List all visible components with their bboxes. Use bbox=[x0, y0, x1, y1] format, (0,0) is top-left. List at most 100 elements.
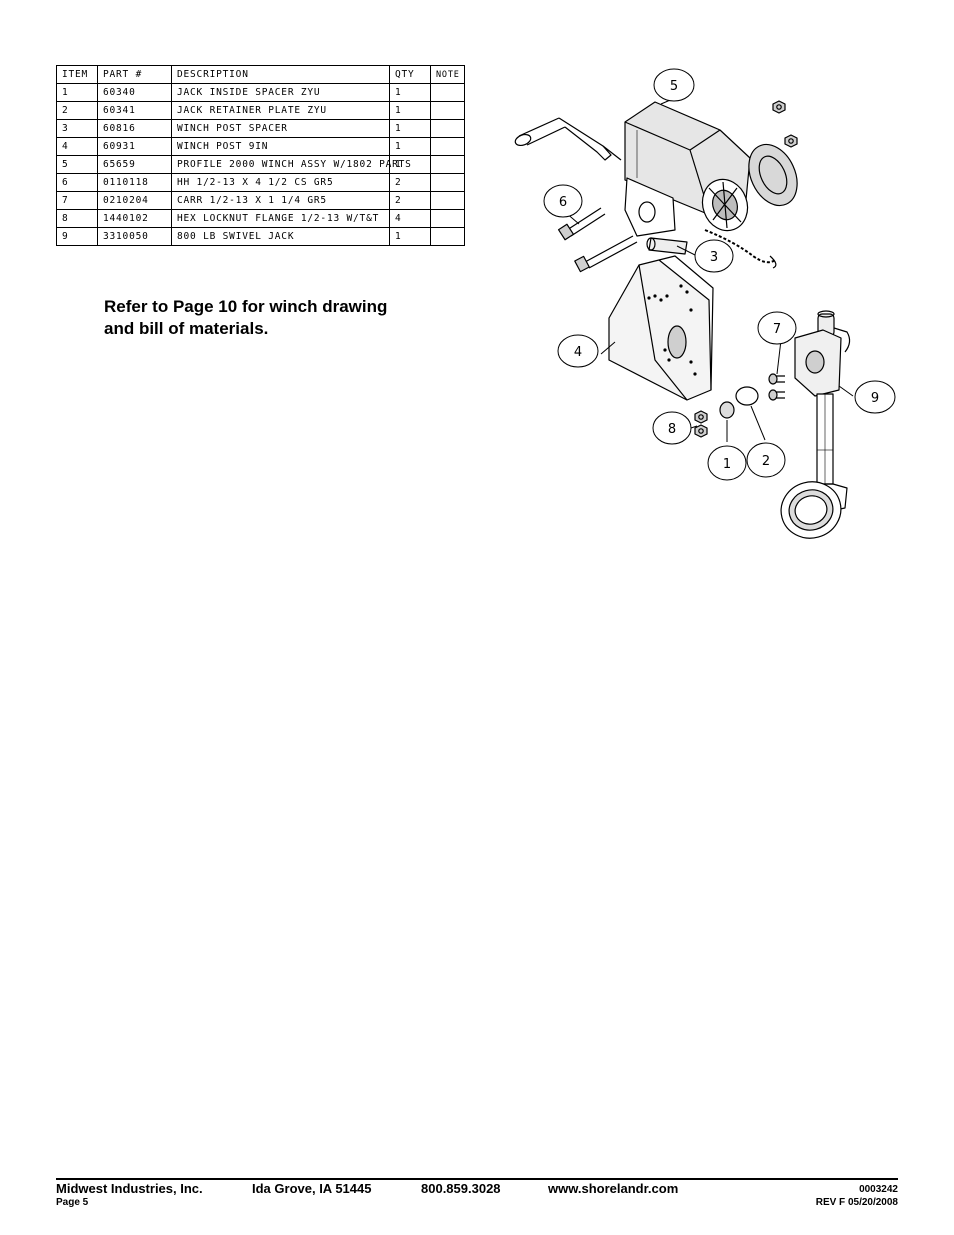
cell-note bbox=[430, 137, 465, 156]
callout-5: 5 bbox=[653, 68, 695, 102]
svg-text:9: 9 bbox=[871, 391, 879, 406]
footer-phone: 800.859.3028 bbox=[421, 1181, 501, 1196]
carriage-bolt-drawings bbox=[768, 373, 785, 401]
cell-part: 0210204 bbox=[97, 191, 172, 210]
cell-part: 60341 bbox=[97, 101, 172, 120]
callout-4: 4 bbox=[557, 334, 599, 368]
cell-part: 65659 bbox=[97, 155, 172, 174]
locknut-drawings bbox=[694, 410, 708, 438]
winch-post-drawing bbox=[608, 255, 714, 401]
footer-company: Midwest Industries, Inc. bbox=[56, 1181, 203, 1196]
svg-text:1: 1 bbox=[723, 457, 731, 472]
svg-text:7: 7 bbox=[773, 322, 781, 337]
footer-doc-number: 0003242 bbox=[859, 1184, 898, 1195]
header-qty: QTY bbox=[389, 65, 431, 84]
callout-9: 9 bbox=[854, 380, 896, 414]
cell-qty: 1 bbox=[389, 83, 431, 102]
cell-item: 8 bbox=[56, 209, 98, 228]
svg-text:4: 4 bbox=[574, 345, 582, 360]
cell-item: 7 bbox=[56, 191, 98, 210]
cell-item: 1 bbox=[56, 83, 98, 102]
cell-qty: 4 bbox=[389, 209, 431, 228]
cell-item: 3 bbox=[56, 119, 98, 138]
cell-qty: 1 bbox=[389, 119, 431, 138]
refer-note: Refer to Page 10 for winch drawing and b… bbox=[104, 296, 464, 340]
cell-qty: 1 bbox=[389, 137, 431, 156]
refer-note-line1: Refer to Page 10 for winch drawing bbox=[104, 297, 388, 316]
table-header-row: ITEM PART # DESCRIPTION QTY NOTE bbox=[56, 65, 465, 84]
footer-divider bbox=[56, 1178, 898, 1180]
cell-description: HH 1/2-13 X 4 1/2 CS GR5 bbox=[171, 173, 390, 192]
footer-website[interactable]: www.shorelandr.com bbox=[548, 1181, 679, 1196]
cell-note bbox=[430, 155, 465, 174]
cell-part: 60816 bbox=[97, 119, 172, 138]
svg-text:3: 3 bbox=[710, 250, 718, 265]
cell-qty: 1 bbox=[389, 227, 431, 246]
cell-part: 1440102 bbox=[97, 209, 172, 228]
cell-qty: 2 bbox=[389, 173, 431, 192]
cell-description: HEX LOCKNUT FLANGE 1/2-13 W/T&T bbox=[171, 209, 390, 228]
callout-1: 1 bbox=[707, 445, 747, 481]
callout-3: 3 bbox=[694, 239, 734, 273]
cell-qty: 1 bbox=[389, 101, 431, 120]
callout-2: 2 bbox=[746, 442, 786, 478]
cell-part: 60340 bbox=[97, 83, 172, 102]
cell-description: PROFILE 2000 WINCH ASSY W/1802 PARTS bbox=[171, 155, 411, 174]
footer-city: Ida Grove, IA 51445 bbox=[252, 1181, 372, 1196]
cell-item: 5 bbox=[56, 155, 98, 174]
cell-description: CARR 1/2-13 X 1 1/4 GR5 bbox=[171, 191, 390, 210]
cell-note bbox=[430, 191, 465, 210]
cell-note bbox=[430, 119, 465, 138]
footer-revision: REV F 05/20/2008 bbox=[815, 1197, 898, 1208]
cell-note bbox=[430, 209, 465, 228]
winch-handle-drawing bbox=[514, 117, 622, 161]
cell-part: 3310050 bbox=[97, 227, 172, 246]
cell-note bbox=[430, 101, 465, 120]
header-item: ITEM bbox=[56, 65, 98, 84]
svg-text:2: 2 bbox=[762, 454, 770, 469]
header-note: NOTE bbox=[430, 65, 465, 84]
svg-text:5: 5 bbox=[670, 79, 678, 94]
hex-nut-drawings bbox=[772, 100, 798, 148]
jack-inside-spacer-drawing bbox=[719, 401, 735, 419]
header-part: PART # bbox=[97, 65, 172, 84]
callout-8: 8 bbox=[652, 411, 692, 445]
cell-item: 4 bbox=[56, 137, 98, 156]
swivel-jack-drawing bbox=[780, 310, 851, 539]
callout-6: 6 bbox=[543, 184, 583, 218]
winch-assembly-drawing bbox=[624, 101, 798, 269]
cell-item: 6 bbox=[56, 173, 98, 192]
cell-part: 0110118 bbox=[97, 173, 172, 192]
refer-note-line2: and bill of materials. bbox=[104, 319, 269, 338]
cell-item: 2 bbox=[56, 101, 98, 120]
svg-text:8: 8 bbox=[668, 422, 676, 437]
cell-description: 800 LB SWIVEL JACK bbox=[171, 227, 390, 246]
callout-7: 7 bbox=[757, 311, 797, 345]
cell-part: 60931 bbox=[97, 137, 172, 156]
winch-post-spacer-drawing bbox=[646, 237, 688, 255]
bolt-drawings bbox=[557, 207, 638, 273]
cell-description: WINCH POST 9IN bbox=[171, 137, 390, 156]
cell-description: JACK RETAINER PLATE ZYU bbox=[171, 101, 390, 120]
footer-page-number: Page 5 bbox=[56, 1197, 89, 1208]
cell-description: JACK INSIDE SPACER ZYU bbox=[171, 83, 390, 102]
header-description: DESCRIPTION bbox=[171, 65, 390, 84]
leader-lines bbox=[564, 97, 854, 442]
cell-note bbox=[430, 227, 465, 246]
cell-qty: 2 bbox=[389, 191, 431, 210]
cell-item: 9 bbox=[56, 227, 98, 246]
jack-retainer-plate-drawing bbox=[735, 386, 759, 406]
cell-note bbox=[430, 83, 465, 102]
cell-description: WINCH POST SPACER bbox=[171, 119, 390, 138]
cell-note bbox=[430, 173, 465, 192]
